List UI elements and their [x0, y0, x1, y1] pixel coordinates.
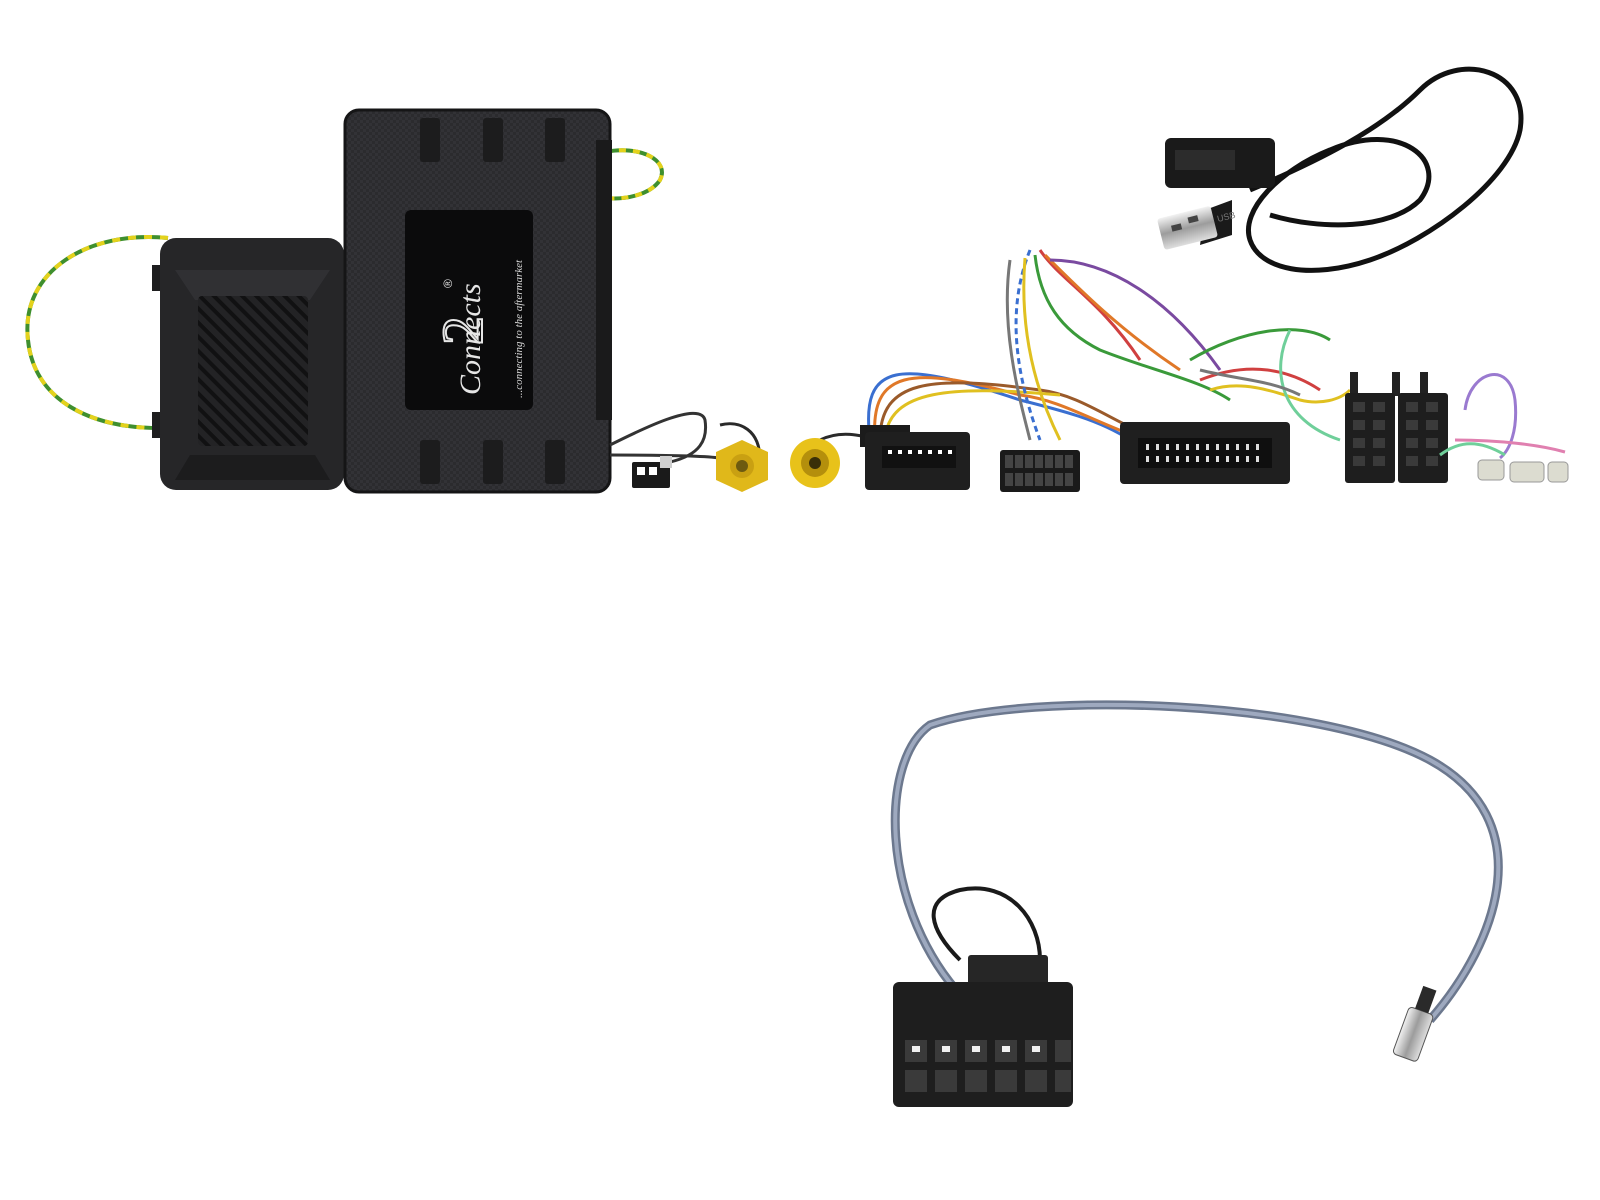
twisted-wire-left — [25, 235, 169, 431]
vehicle-connector — [860, 425, 970, 490]
twisted-wire-top — [604, 148, 664, 201]
sixteen-pin-connector — [1000, 450, 1080, 492]
secondary-module — [152, 238, 354, 490]
main-interface-module: Connects 2 ® ...connecting to the afterm… — [343, 108, 612, 494]
usb-extension-cable: USB — [1157, 66, 1524, 273]
antenna-adapter-cable — [890, 700, 1503, 1107]
brand-logo-number: 2 — [430, 316, 495, 345]
rca-connector-female — [716, 422, 768, 492]
registered-mark: ® — [441, 279, 455, 288]
wiring-loom — [867, 249, 1352, 442]
usb-label: USB — [1216, 210, 1236, 224]
iso-connectors — [1345, 372, 1448, 483]
rca-connector-male — [790, 432, 881, 488]
brand-logo-wordmark: Connects — [454, 283, 487, 395]
brand-tagline: ...connecting to the aftermarket — [513, 259, 525, 398]
speaker-lead-connectors — [1439, 373, 1569, 483]
radio-harness-connector — [1120, 422, 1290, 484]
micro-connector-lead — [609, 411, 721, 488]
brand-logo: Connects 2 ® ...connecting to the afterm… — [429, 259, 525, 398]
